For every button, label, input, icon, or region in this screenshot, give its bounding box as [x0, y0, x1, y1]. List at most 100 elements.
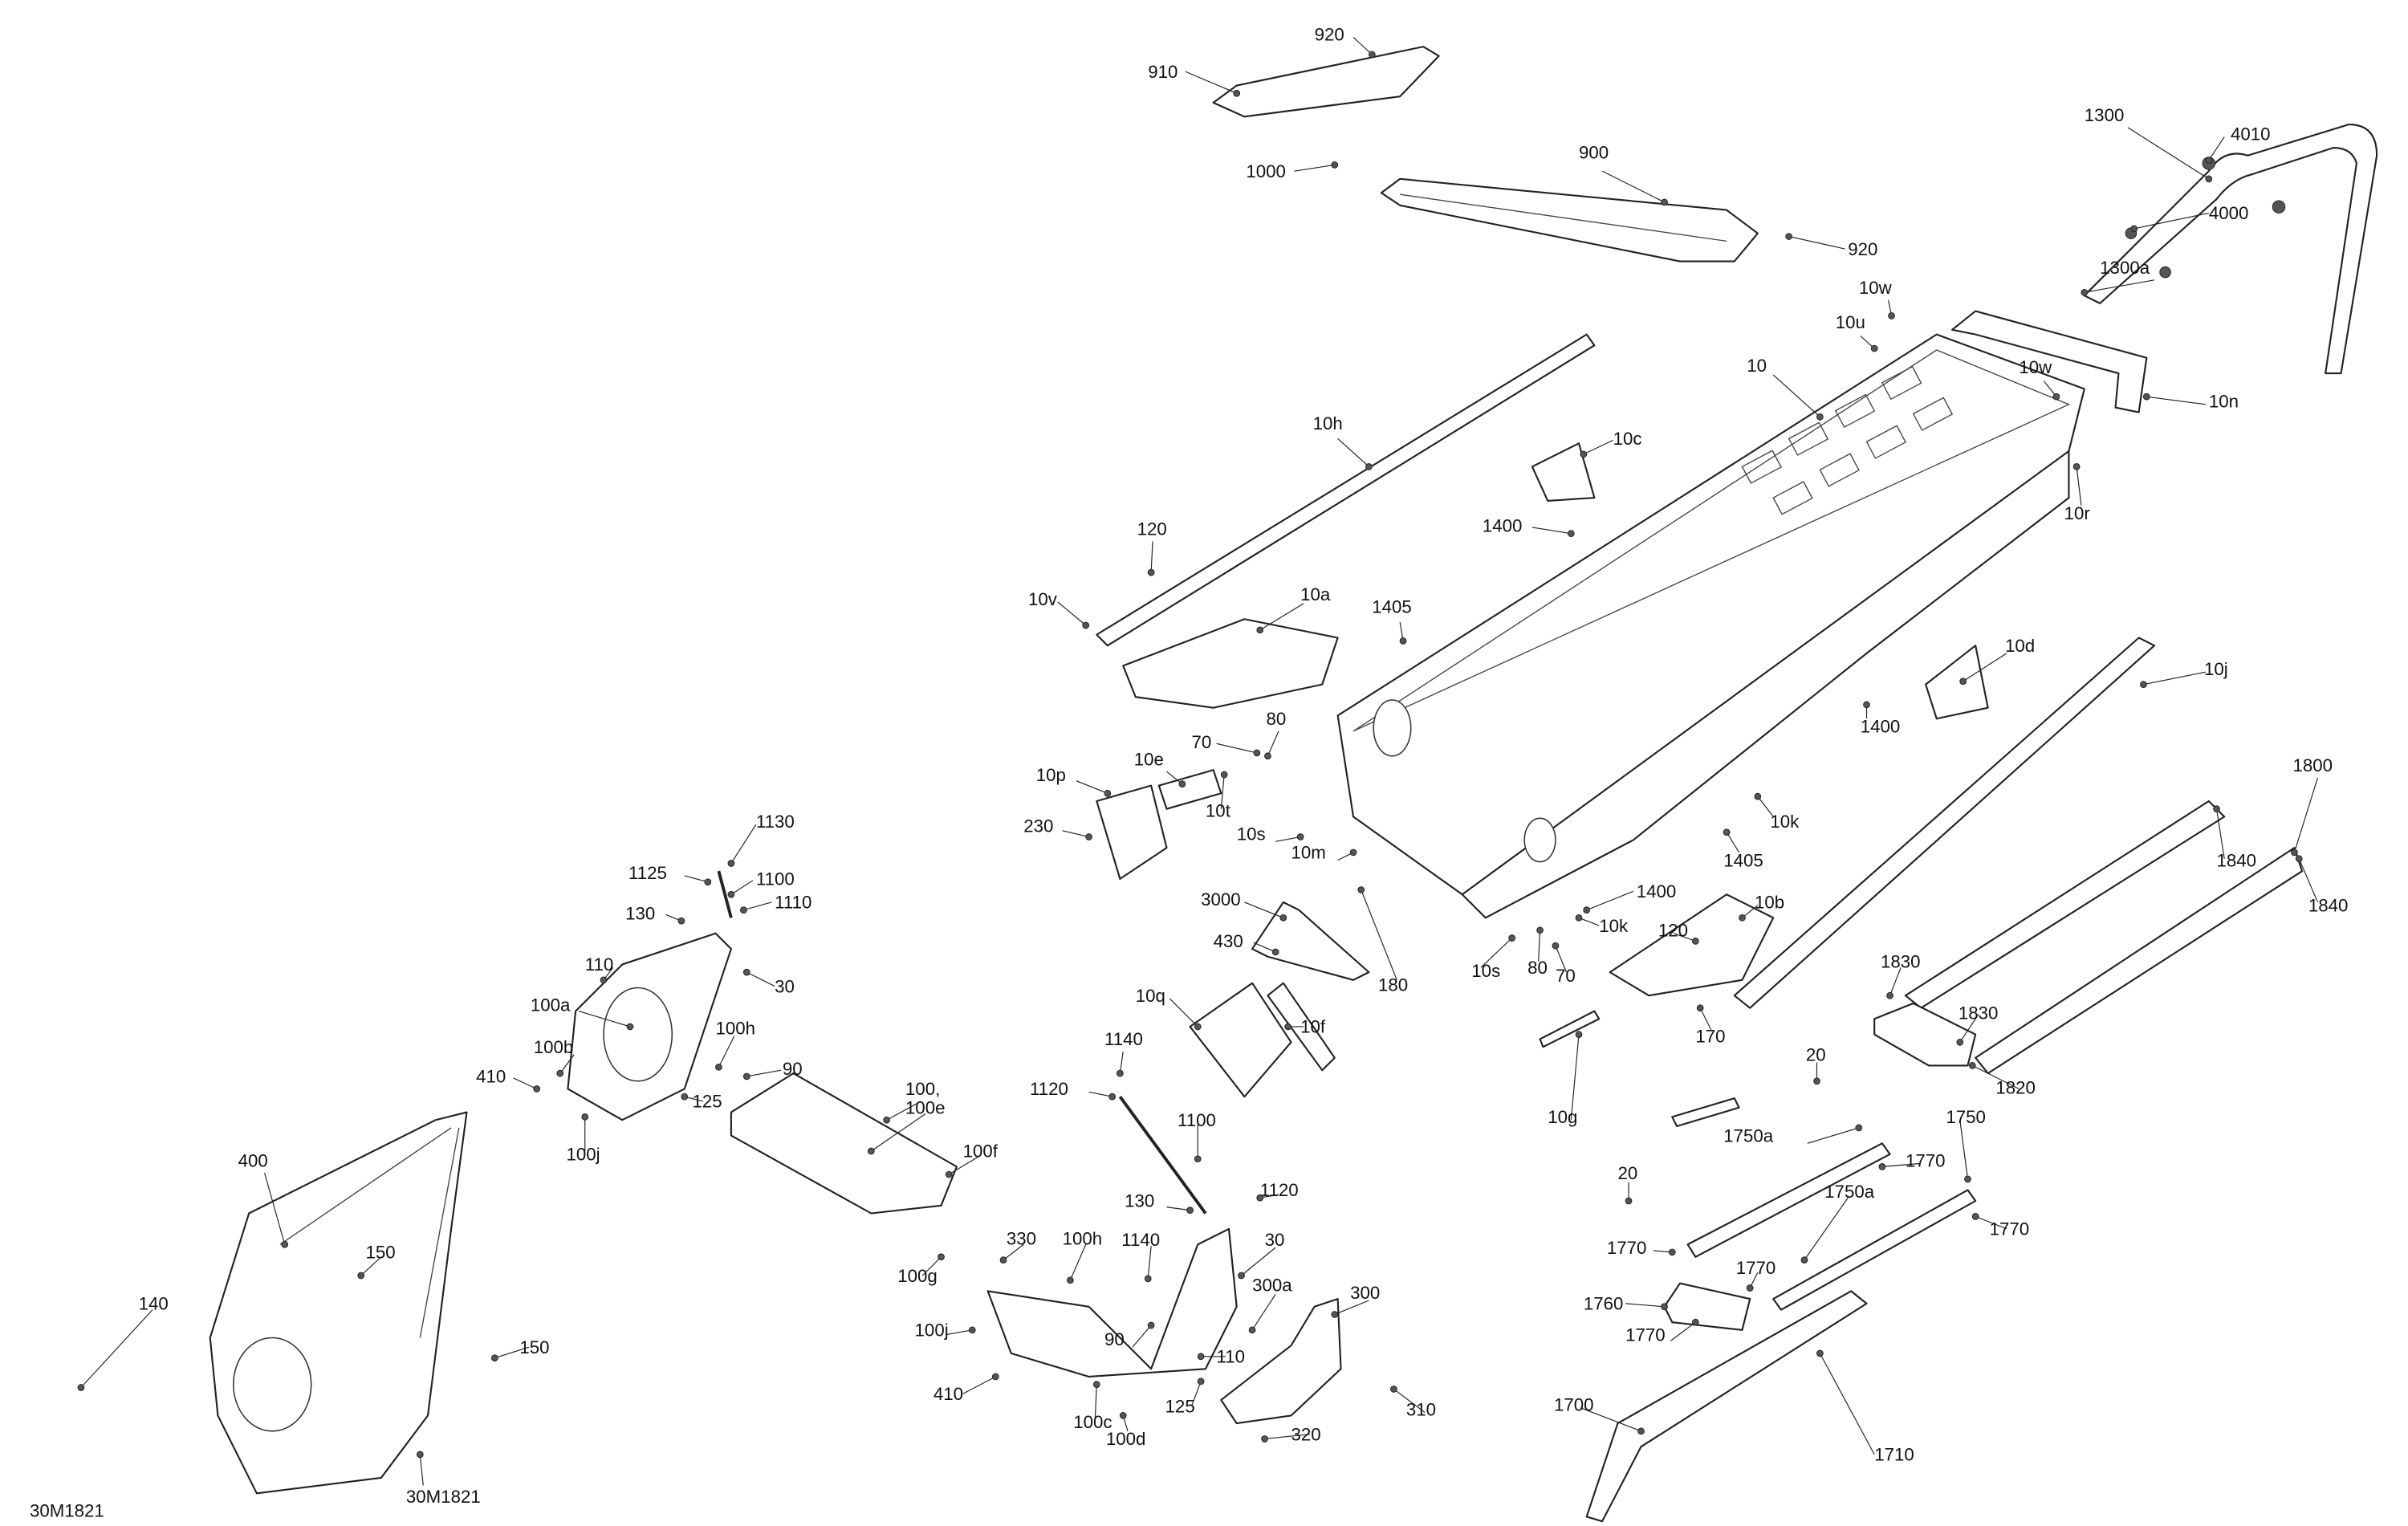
leader-line: [1275, 836, 1301, 842]
fastener-dot: [2291, 848, 2298, 857]
fastener-dot: [1583, 906, 1591, 914]
callout-label: 1840: [2308, 896, 2349, 916]
fastener-dot: [1178, 780, 1186, 788]
callout-label: 10f: [1300, 1017, 1326, 1037]
fastener-dot: [1956, 1038, 1964, 1046]
leader-line: [684, 875, 708, 883]
leader-line: [1788, 235, 1845, 250]
callout-label: 1300a: [2100, 258, 2150, 278]
leader-line: [1190, 1381, 1202, 1406]
callout-label: 120: [1658, 921, 1688, 941]
fastener-dot: [600, 976, 608, 984]
callout-label: 100e: [905, 1097, 946, 1117]
part-1760-bracket: [1663, 1282, 1751, 1331]
fastener-dot: [727, 860, 735, 867]
leader-line: [1959, 1120, 1969, 1179]
fastener-dot: [1186, 1207, 1194, 1214]
fastener-dot: [1637, 1427, 1645, 1435]
fastener-dot: [1119, 1412, 1127, 1419]
leader-line: [1119, 1051, 1124, 1074]
callout-label: 920: [1848, 239, 1877, 259]
fastener-dot: [1863, 701, 1870, 709]
fastener-dot: [742, 1072, 750, 1080]
fastener-dot: [999, 1256, 1007, 1264]
leader-line: [1352, 37, 1373, 55]
leader-line: [730, 880, 754, 895]
callout-label: 80: [1267, 709, 1287, 729]
fastener-dot: [1147, 568, 1155, 576]
callout-label: 1770: [1990, 1219, 2030, 1239]
callout-label: 300a: [1252, 1275, 1292, 1295]
fastener-dot: [1284, 1023, 1292, 1031]
callout-label: 10t: [1206, 800, 1231, 820]
callout-label: 180: [1378, 975, 1408, 995]
callout-label: 130: [625, 903, 655, 923]
callout-label: 20: [1806, 1045, 1826, 1065]
fastener-dot: [1696, 1004, 1704, 1012]
part-1800-rail-lower: [1975, 847, 2304, 1075]
callout-label: 125: [1165, 1397, 1195, 1417]
callout-label: 10d: [2005, 636, 2035, 656]
fastener-dot: [281, 1240, 289, 1248]
callout-label: 90: [783, 1059, 803, 1079]
leader-line: [1531, 527, 1572, 535]
fastener-dot: [1116, 1069, 1124, 1077]
leader-line: [1337, 438, 1369, 467]
callout-label: 230: [1023, 816, 1053, 836]
leader-line: [1699, 1007, 1712, 1031]
leader-line: [80, 1309, 153, 1388]
leader-line: [494, 1346, 530, 1359]
leader-line: [419, 1454, 424, 1486]
callout-label: 10c: [1613, 429, 1642, 449]
fastener-dot: [715, 1063, 722, 1071]
fastener-dot: [1785, 233, 1792, 240]
callout-label: 400: [238, 1150, 268, 1170]
callout-label: 10m: [1291, 843, 1326, 863]
fastener-dot: [1279, 914, 1287, 922]
leader-line: [263, 1172, 286, 1245]
fastener-dot: [681, 1093, 689, 1101]
fastener-dot: [1104, 789, 1112, 797]
callout-label: 1100: [756, 869, 795, 889]
fastener-dot: [2205, 175, 2213, 183]
part-910-bracket: [1212, 46, 1440, 118]
callout-label: 330: [1007, 1228, 1036, 1248]
callout-label: 1125: [628, 863, 667, 883]
callout-label: 1770: [1625, 1325, 1666, 1345]
part-1100-rod: [1118, 1096, 1207, 1215]
part-10e-plate: [1157, 769, 1222, 810]
leader-line: [1674, 933, 1696, 942]
callout-label: 170: [1695, 1026, 1725, 1046]
callout-label: 3000: [1201, 889, 1241, 909]
callout-label: 100a: [531, 995, 571, 1015]
fastener-dot: [742, 968, 750, 976]
callout-label: 4000: [2209, 203, 2249, 223]
fastener-dot: [945, 1170, 953, 1178]
leader-line: [1132, 1325, 1152, 1348]
part-10j-rail: [1733, 637, 2156, 1009]
fastener-dot: [1870, 344, 1878, 352]
fastener-dot: [1085, 833, 1092, 840]
fastener-dot: [2081, 288, 2089, 296]
fastener-dot: [1691, 1318, 1699, 1326]
callout-label: 1300: [2085, 105, 2125, 125]
callout-label: 310: [1406, 1399, 1436, 1419]
fastener-dot: [938, 1253, 945, 1261]
fastener-dot: [1220, 771, 1228, 779]
part-1700-runner: [1585, 1290, 1868, 1523]
fastener-dot: [1959, 678, 1967, 686]
fastener-dot: [883, 1116, 891, 1124]
callout-label: 100b: [534, 1037, 574, 1057]
callout-label: 10q: [1136, 986, 1165, 1006]
leader-line: [962, 1376, 996, 1394]
leader-line: [2208, 136, 2225, 161]
part-10a-support: [1122, 618, 1339, 709]
callout-label: 1820: [1995, 1077, 2036, 1097]
leader-line: [1259, 603, 1304, 631]
part-1300-rear-bumper: [2083, 123, 2378, 375]
callout-label: 100d: [1106, 1429, 1146, 1449]
part-10h-rail: [1096, 333, 1596, 647]
part-100-plate: [730, 1072, 958, 1215]
leader-line: [1166, 1207, 1190, 1211]
leader-line: [746, 971, 775, 987]
